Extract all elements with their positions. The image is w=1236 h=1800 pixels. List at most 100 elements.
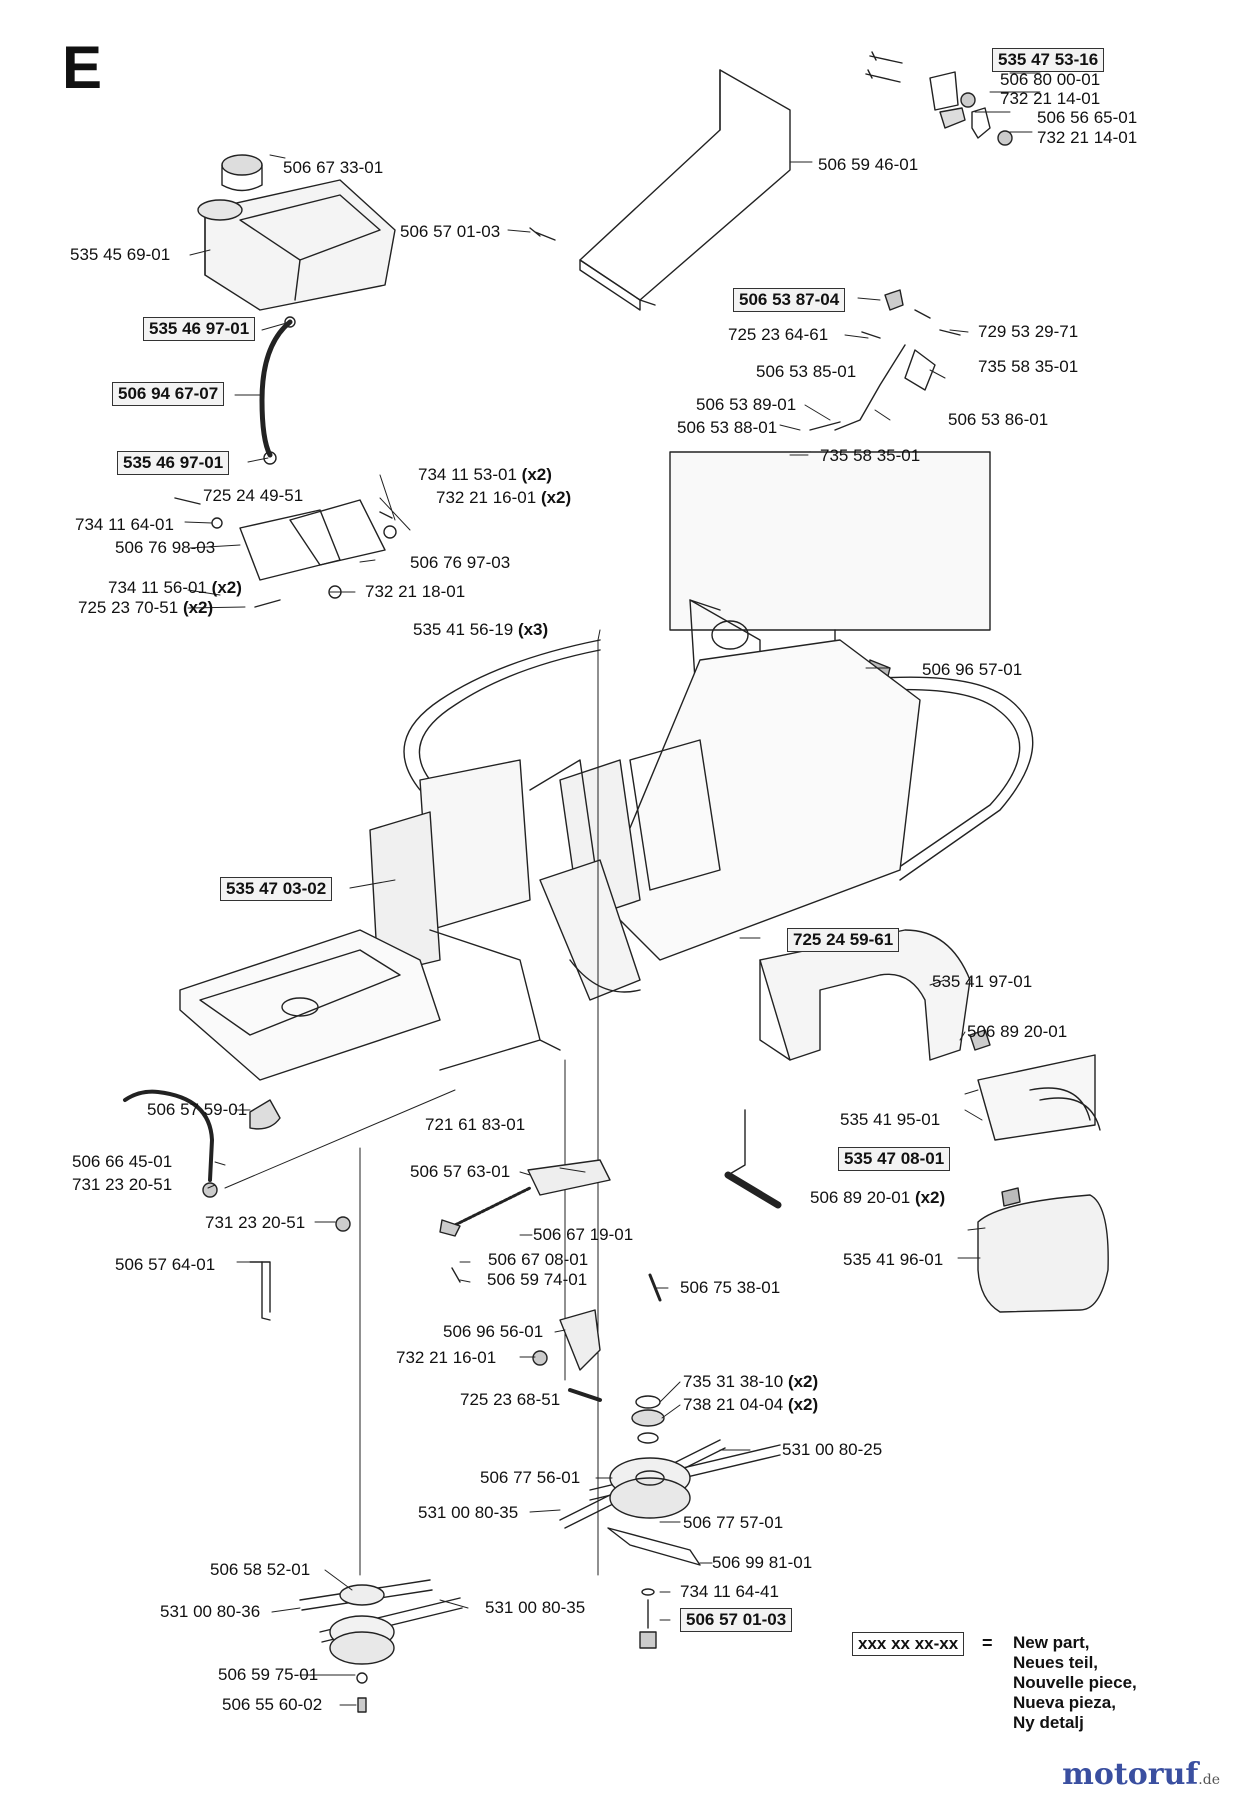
part-label[interactable]: 506 57 59-01 <box>147 1100 248 1119</box>
part-label[interactable]: 506 53 87-04 <box>733 288 846 312</box>
part-label[interactable]: 506 56 65-01 <box>1037 108 1138 127</box>
part-label[interactable]: 506 80 00-01 <box>1000 70 1101 89</box>
part-label[interactable]: 506 58 52-01 <box>210 1560 311 1579</box>
mount-brackets <box>174 497 397 608</box>
part-label[interactable]: 732 21 16-01 (x2) <box>436 488 571 508</box>
quantity: (x2) <box>914 1188 946 1207</box>
part-label[interactable]: 506 96 57-01 <box>922 660 1023 679</box>
quantity: (x2) <box>211 578 242 597</box>
brake-linkage <box>794 289 961 456</box>
rear-panel <box>669 451 991 631</box>
part-label[interactable]: 531 00 80-35 <box>418 1503 519 1522</box>
part-label[interactable]: 506 67 33-01 <box>283 158 384 177</box>
part-label[interactable]: 506 76 98-03 <box>115 538 216 557</box>
legend-equals: = <box>982 1633 993 1653</box>
part-label[interactable]: 738 21 04-04 (x2) <box>683 1395 818 1415</box>
quantity: (x2) <box>540 488 572 507</box>
part-number: 732 21 16-01 <box>436 488 537 507</box>
part-label[interactable]: 506 59 75-01 <box>218 1665 319 1684</box>
part-number: 725 23 70-51 <box>78 598 179 617</box>
part-label[interactable]: 731 23 20-51 <box>72 1175 173 1194</box>
part-label[interactable]: 506 53 88-01 <box>677 418 778 437</box>
quantity: (x2) <box>521 465 552 484</box>
part-label[interactable]: 506 53 89-01 <box>696 395 797 414</box>
watermark-brand: motoruf <box>1062 1757 1199 1792</box>
part-label[interactable]: 535 41 97-01 <box>932 972 1033 991</box>
part-label[interactable]: 725 23 64-61 <box>728 325 829 344</box>
part-label[interactable]: 535 46 97-01 <box>117 451 230 475</box>
part-label[interactable]: 506 67 08-01 <box>488 1250 589 1269</box>
part-label[interactable]: 732 21 18-01 <box>365 582 466 601</box>
part-label[interactable]: 725 24 49-51 <box>203 486 304 505</box>
part-label[interactable]: 506 76 97-03 <box>410 553 511 572</box>
part-label[interactable]: 506 75 38-01 <box>680 1278 781 1297</box>
part-label[interactable]: 535 46 97-01 <box>143 317 256 341</box>
part-label[interactable]: 734 11 64-41 <box>680 1582 779 1601</box>
part-label[interactable]: 732 21 16-01 <box>396 1348 497 1367</box>
part-label[interactable]: 506 59 74-01 <box>487 1270 588 1289</box>
pulley-assembly-left <box>299 1579 463 1713</box>
part-label[interactable]: 506 94 67-07 <box>112 382 225 406</box>
part-label[interactable]: 732 21 14-01 <box>1037 128 1138 147</box>
part-number: 734 11 53-01 <box>418 465 517 484</box>
part-label[interactable]: 506 77 57-01 <box>683 1513 784 1532</box>
part-label[interactable]: 735 31 38-10 (x2) <box>683 1372 818 1392</box>
part-number: 734 11 56-01 <box>108 578 207 597</box>
part-label[interactable]: 506 57 64-01 <box>115 1255 216 1274</box>
legend-line: Nouvelle piece, <box>1013 1673 1137 1692</box>
part-label[interactable]: 506 96 56-01 <box>443 1322 544 1341</box>
part-label[interactable]: 506 67 19-01 <box>533 1225 634 1244</box>
part-label[interactable]: 531 00 80-25 <box>782 1440 883 1459</box>
seat-plate <box>579 69 791 311</box>
part-label[interactable]: 535 47 53-16 <box>992 48 1105 72</box>
quantity: (x2) <box>787 1372 819 1391</box>
quantity: (x2) <box>182 598 214 617</box>
section-letter: E <box>62 34 103 101</box>
fuel-tank <box>197 154 396 311</box>
legend-line: Nueva pieza, <box>1013 1693 1116 1712</box>
part-label[interactable]: 506 53 86-01 <box>948 410 1049 429</box>
part-label[interactable]: 506 55 60-02 <box>222 1695 323 1714</box>
quantity: (x3) <box>517 620 549 639</box>
part-number: 535 41 56-19 <box>413 620 514 639</box>
part-label[interactable]: 531 00 80-36 <box>160 1602 261 1621</box>
part-label[interactable]: 535 41 96-01 <box>843 1250 944 1269</box>
part-label[interactable]: 725 24 59-61 <box>787 928 900 952</box>
part-label[interactable]: 506 53 85-01 <box>756 362 857 381</box>
part-label[interactable]: 535 45 69-01 <box>70 245 171 264</box>
part-label[interactable]: 735 58 35-01 <box>820 446 921 465</box>
pulley-assembly-right <box>559 1395 781 1596</box>
part-label[interactable]: 535 47 03-02 <box>220 877 333 901</box>
quantity: (x2) <box>787 1395 819 1414</box>
part-label[interactable]: 729 53 29-71 <box>978 322 1079 341</box>
part-label[interactable]: 735 58 35-01 <box>978 357 1079 376</box>
part-label[interactable]: 734 11 56-01 (x2) <box>108 578 242 598</box>
part-number: 506 89 20-01 <box>810 1188 911 1207</box>
watermark: motoruf.de <box>1062 1757 1220 1792</box>
part-label[interactable]: 535 41 56-19 (x3) <box>413 620 548 640</box>
part-label[interactable]: 531 00 80-35 <box>485 1598 586 1617</box>
part-label[interactable]: 506 99 81-01 <box>712 1553 813 1572</box>
part-label[interactable]: 506 66 45-01 <box>72 1152 173 1171</box>
part-label[interactable]: 506 77 56-01 <box>480 1468 581 1487</box>
part-label[interactable]: 734 11 53-01 (x2) <box>418 465 552 485</box>
part-label[interactable]: 506 57 01-03 <box>400 222 501 241</box>
part-label[interactable]: 506 89 20-01 (x2) <box>810 1188 945 1208</box>
part-label[interactable]: 731 23 20-51 <box>205 1213 306 1232</box>
part-label[interactable]: 535 47 08-01 <box>838 1147 951 1171</box>
part-label[interactable]: 734 11 64-01 <box>75 515 174 534</box>
part-label[interactable]: 725 23 68-51 <box>460 1390 561 1409</box>
part-label[interactable]: 506 57 01-03 <box>680 1608 793 1632</box>
part-label[interactable]: 721 61 83-01 <box>425 1115 526 1134</box>
part-label[interactable]: 535 41 95-01 <box>840 1110 941 1129</box>
bracket-hardware <box>865 51 1013 146</box>
part-label[interactable]: 506 59 46-01 <box>818 155 919 174</box>
part-label[interactable]: 725 23 70-51 (x2) <box>78 598 213 618</box>
part-label[interactable]: 732 21 14-01 <box>1000 89 1101 108</box>
watermark-tld: .de <box>1198 1772 1220 1788</box>
part-label[interactable]: 506 89 20-01 <box>967 1022 1068 1041</box>
part-label[interactable]: 506 57 63-01 <box>410 1162 511 1181</box>
front-cover <box>759 929 971 1061</box>
